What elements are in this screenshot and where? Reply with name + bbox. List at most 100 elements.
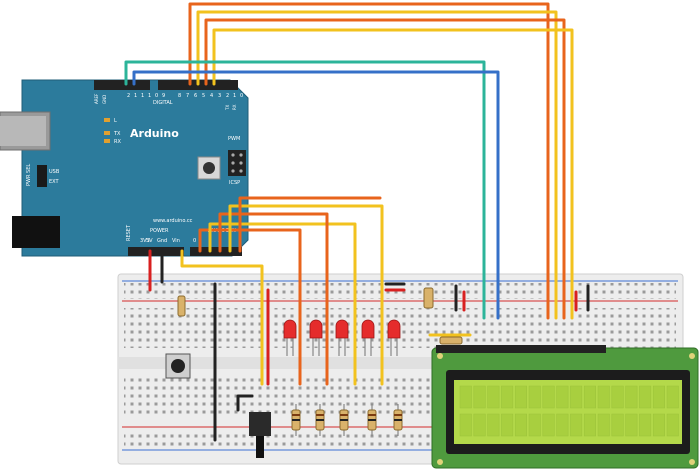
digital-pin-number: 3 — [218, 93, 221, 99]
icsp-header — [228, 150, 246, 176]
digital-pin-number: 7 — [186, 93, 189, 99]
lcd-cell — [556, 385, 569, 409]
lcd-cell — [473, 385, 486, 409]
red-led — [283, 319, 297, 356]
digital-pin-number: 4 — [210, 93, 213, 99]
lcd-cell — [528, 385, 541, 409]
wire-blue-d11 — [132, 70, 500, 320]
lcd-cell — [625, 385, 638, 409]
lcd-header-pins — [436, 345, 606, 353]
arduino-board: Arduino www.arduino.cc ICSP USB EXT PWR … — [0, 79, 249, 257]
lcd-cell — [514, 413, 527, 437]
led-resistor-row — [291, 404, 403, 436]
tx-pin-label: TX — [225, 105, 230, 111]
led-resistor — [367, 404, 377, 436]
lcd-cell — [611, 413, 624, 437]
power-label: POWER — [150, 228, 169, 234]
digital-pin-number: 0 — [240, 93, 243, 99]
pwr-sel-jumper — [37, 165, 47, 187]
lcd-cell — [583, 385, 596, 409]
digital-pin-number: 5 — [202, 93, 205, 99]
lcd-cell — [501, 413, 514, 437]
aref-label: AREF — [94, 93, 99, 104]
digital-pin-number: 8 — [178, 93, 181, 99]
led-resistor — [291, 404, 301, 436]
wire-orange-a0 — [198, 228, 302, 386]
wire-yellow-a3 — [228, 204, 384, 386]
usb-select-label: USB — [49, 169, 60, 175]
lcd-cell — [597, 385, 610, 409]
label-5v: 5V — [146, 238, 153, 244]
icsp-label: ICSP — [229, 180, 240, 186]
pwm-label: PWM — [228, 136, 240, 142]
lcd-cell — [459, 385, 472, 409]
lcd-character-cells — [459, 385, 679, 437]
lcd-mount-hole-tl — [437, 353, 443, 359]
potentiometer-shaft — [256, 436, 264, 458]
lcd-cell — [666, 385, 679, 409]
digital-label: DIGITAL — [153, 100, 173, 106]
led-tx-label: TX — [113, 131, 121, 137]
led-rx-label: RX — [114, 139, 121, 145]
rx-pin-label: RX — [232, 104, 237, 110]
lcd-cell — [542, 385, 555, 409]
label-3v3: 3V3 — [140, 238, 150, 244]
digital-pin-number: 9 — [162, 93, 165, 99]
lcd-cell — [542, 413, 555, 437]
digital-pin-number: 1 — [148, 93, 151, 99]
wire-yellow-a1 — [208, 222, 357, 386]
usb-connector-inner — [0, 116, 46, 146]
digital-pin-number: 0 — [155, 93, 158, 99]
digital-header-left — [94, 80, 150, 90]
led-resistor — [393, 404, 403, 436]
wire-orange-a2 — [218, 212, 329, 386]
arduino-url: www.arduino.cc — [153, 218, 193, 224]
lcd-cell — [625, 413, 638, 437]
arduino-logo-text: Arduino — [130, 127, 179, 140]
gnd-label: GND — [102, 95, 107, 104]
wire-black-pot — [236, 394, 254, 412]
reset-button-cap — [203, 162, 215, 174]
pwr-sel-label: PWR SEL — [26, 164, 32, 186]
top-resistor — [423, 287, 434, 309]
lcd-contrast-resistor — [439, 336, 463, 345]
wire-orange-d3 — [204, 18, 566, 320]
lcd-cell — [487, 385, 500, 409]
lcd-cell — [570, 413, 583, 437]
led-resistor — [339, 404, 349, 436]
digital-pin-number: 2 — [127, 93, 130, 99]
digital-pin-number: 1 — [233, 93, 236, 99]
analog-0-label: 0 — [193, 238, 196, 244]
ext-select-label: EXT — [49, 179, 59, 185]
reset-label: RESET — [126, 224, 132, 241]
button-resistor — [177, 295, 186, 317]
power-jack — [12, 216, 60, 248]
push-button[interactable] — [165, 353, 191, 379]
lcd-cell — [597, 413, 610, 437]
wire-yellow-d4 — [196, 10, 558, 320]
lcd-cell — [639, 385, 652, 409]
wires — [124, 2, 590, 442]
wire-orange-d5 — [188, 2, 550, 320]
lcd-cell — [501, 385, 514, 409]
lcd-module — [431, 345, 699, 469]
lcd-cell — [514, 385, 527, 409]
lcd-cell — [459, 413, 472, 437]
led-resistor — [315, 404, 325, 436]
lcd-cell — [556, 413, 569, 437]
potentiometer[interactable] — [249, 412, 271, 436]
lcd-cell — [639, 413, 652, 437]
red-led — [309, 319, 323, 356]
led-l — [104, 118, 110, 122]
wire-yellow-button — [180, 249, 264, 386]
red-led — [361, 319, 375, 356]
lcd-cell — [666, 413, 679, 437]
components — [165, 287, 463, 458]
lcd-cell — [652, 385, 665, 409]
label-vin: Vin — [172, 238, 180, 244]
led-rx — [104, 139, 110, 143]
wire-green-d12 — [124, 60, 486, 320]
label-gnd: Gnd — [157, 238, 167, 244]
